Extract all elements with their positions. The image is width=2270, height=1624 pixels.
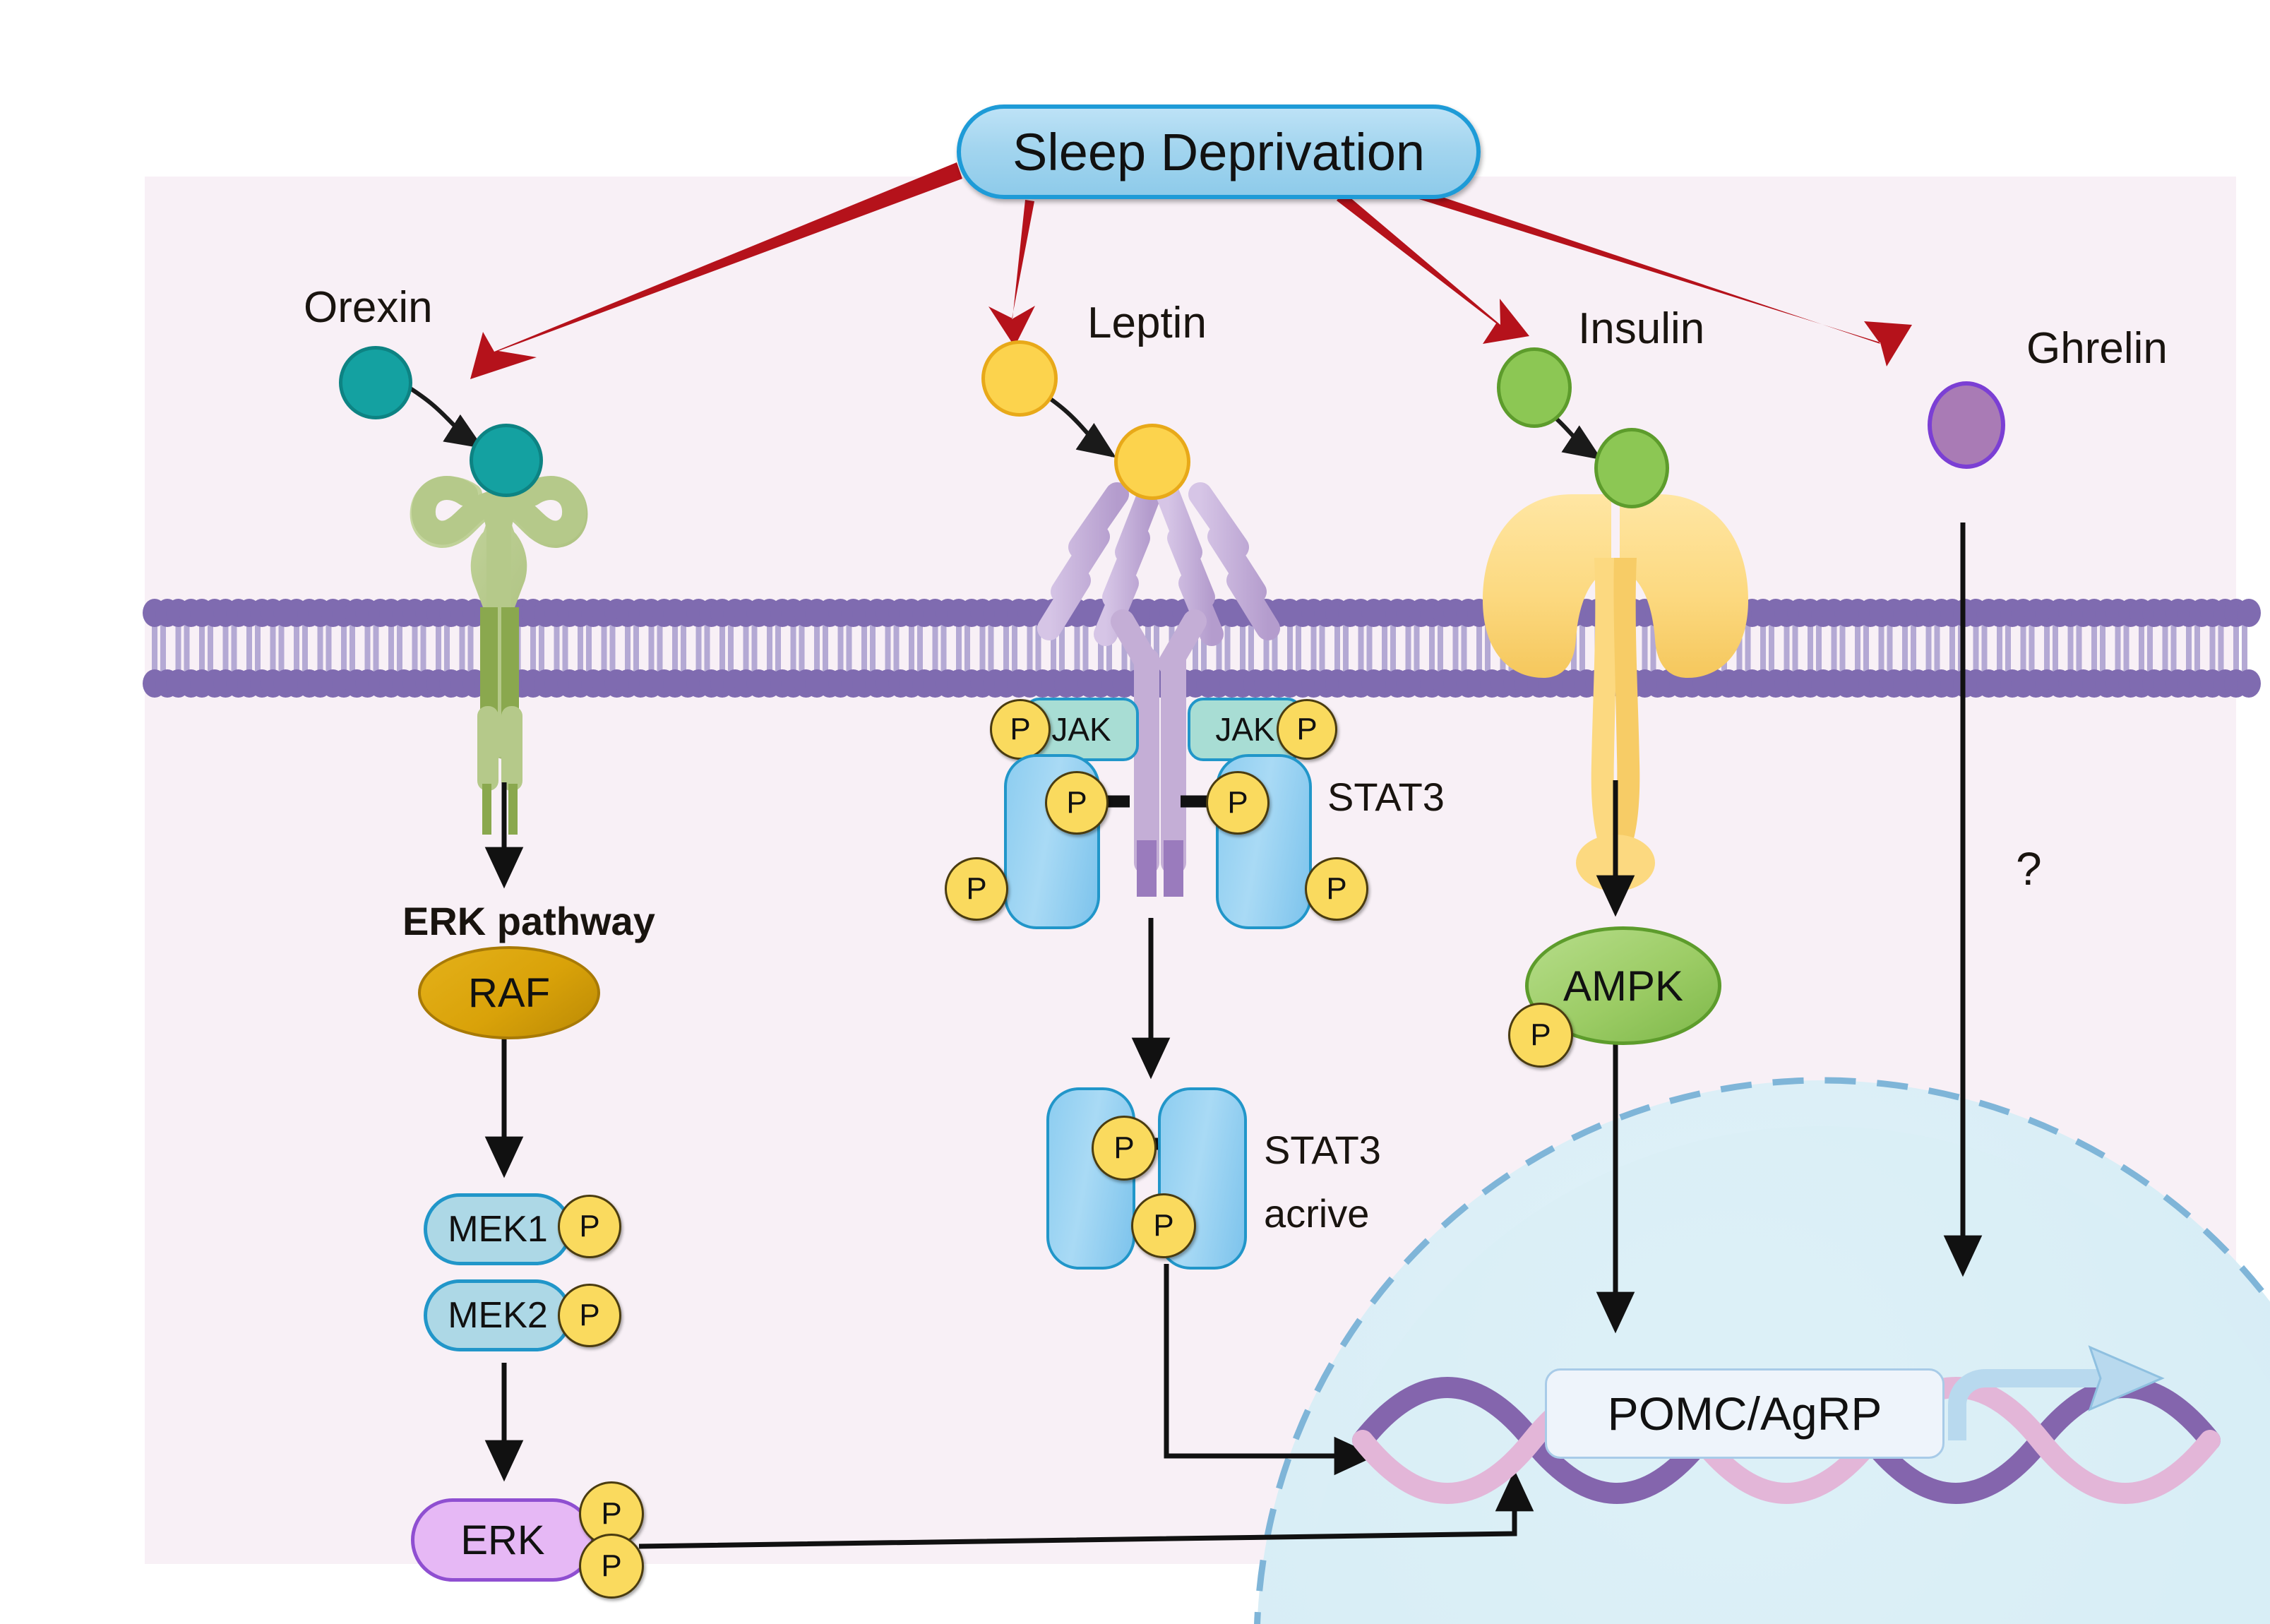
hormone-label-ghrelin: Ghrelin <box>2026 324 2168 373</box>
phospho-mek2: P <box>558 1284 621 1347</box>
phospho-label: P <box>579 1298 600 1332</box>
title-label: Sleep Deprivation <box>1012 122 1426 181</box>
insulin-receptor <box>1483 494 1748 891</box>
phospho-stat3-left-inner: P <box>1045 771 1109 835</box>
orexin-ligand-free <box>339 346 412 419</box>
orexin-ligand-bound <box>470 424 543 497</box>
node-ampk: AMPK <box>1525 926 1721 1045</box>
hormone-label-orexin: Orexin <box>304 283 433 332</box>
phospho-label: P <box>1296 712 1318 746</box>
erk-pathway-label: ERK pathway <box>402 899 655 943</box>
phospho-stat3-active-2: P <box>1131 1193 1196 1258</box>
node-mek1: MEK1 <box>424 1193 572 1265</box>
ghrelin-ligand <box>1928 381 2005 469</box>
node-raf-label: RAF <box>468 969 550 1016</box>
transcription-arrow <box>1948 1345 2165 1440</box>
stimulus-arrows <box>470 162 1912 379</box>
phospho-label: P <box>966 871 987 906</box>
phospho-label: P <box>1066 785 1087 820</box>
leptin-ligand-bound <box>1114 424 1190 500</box>
title-node: Sleep Deprivation <box>957 105 1481 199</box>
phospho-label: P <box>1227 785 1248 820</box>
phospho-stat3-left-outer: P <box>945 857 1008 921</box>
node-ampk-label: AMPK <box>1563 962 1684 1010</box>
gene-target-box: POMC/AgRP <box>1545 1368 1945 1459</box>
nucleus <box>1254 1077 2270 1624</box>
gene-target-label: POMC/AgRP <box>1607 1387 1882 1440</box>
leptin-receptor <box>1037 482 1280 897</box>
phospho-ampk: P <box>1508 1003 1573 1068</box>
phospho-jak-right: P <box>1277 699 1337 760</box>
phospho-label: P <box>601 1548 622 1583</box>
node-jak-right-label: JAK <box>1215 711 1275 748</box>
stat3-active-label-line2: acrive <box>1264 1191 1370 1236</box>
phospho-label: P <box>1010 712 1031 746</box>
ghrelin-unknown-marker: ? <box>2016 842 2042 895</box>
phospho-stat3-active-1: P <box>1092 1116 1157 1181</box>
arrow-statactive-to-dna <box>1164 1264 1376 1476</box>
node-mek1-label: MEK1 <box>448 1209 548 1250</box>
hormone-label-insulin: Insulin <box>1578 304 1705 353</box>
phospho-label: P <box>1326 871 1347 906</box>
phospho-label: P <box>601 1496 622 1531</box>
node-erk: ERK <box>411 1498 595 1582</box>
insulin-ligand-free <box>1497 347 1572 428</box>
node-mek2: MEK2 <box>424 1279 572 1351</box>
phospho-erk-2: P <box>579 1534 644 1599</box>
insulin-ligand-bound <box>1594 428 1669 508</box>
leptin-ligand-free <box>981 340 1058 417</box>
phospho-label: P <box>579 1209 600 1243</box>
phospho-label: P <box>1530 1017 1551 1052</box>
phospho-mek1: P <box>558 1195 621 1258</box>
node-erk-label: ERK <box>460 1517 545 1563</box>
phospho-stat3-right-inner: P <box>1206 771 1270 835</box>
node-mek2-label: MEK2 <box>448 1295 548 1336</box>
pathway-arrows <box>484 523 1983 1549</box>
orexin-receptor <box>410 476 588 835</box>
phospho-jak-left: P <box>990 699 1051 760</box>
node-jak-left-label: JAK <box>1051 711 1111 748</box>
phospho-stat3-right-outer: P <box>1305 857 1368 921</box>
node-raf: RAF <box>418 946 600 1039</box>
plasma-membrane <box>143 599 2261 698</box>
arrow-erk-to-dna <box>638 1469 1534 1549</box>
stat3-label: STAT3 <box>1327 775 1445 819</box>
phospho-label: P <box>1113 1130 1135 1165</box>
hormone-label-leptin: Leptin <box>1087 299 1207 347</box>
phospho-label: P <box>1153 1208 1174 1243</box>
stat3-active-label-line1: STAT3 <box>1264 1128 1381 1172</box>
